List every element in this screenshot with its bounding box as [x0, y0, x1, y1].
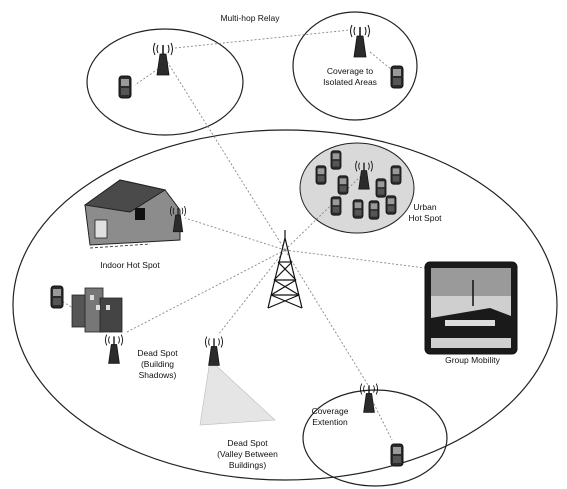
valley-shadow — [199, 359, 276, 426]
label-coverage-extension: Coverage Extention — [311, 406, 349, 427]
label-group-mobility: Group Mobility — [445, 355, 500, 365]
relay-station-icon — [205, 335, 223, 367]
label-urban-hotspot: Urban Hot Spot — [408, 202, 442, 223]
relay-cell-left — [86, 28, 244, 136]
house-icon — [83, 179, 181, 249]
building-icon — [71, 287, 123, 333]
relay-station-icon — [350, 24, 370, 58]
mobile-phone-icon — [50, 285, 64, 309]
relay-station-icon — [153, 42, 173, 76]
relay-links — [59, 29, 426, 441]
relay-cell-right — [292, 11, 418, 121]
main-cell-coverage — [12, 129, 558, 481]
label-dead-spot-building: Dead Spot (Building Shadows) — [137, 348, 178, 380]
train-icon — [424, 261, 518, 355]
relay-cell-bottom — [302, 389, 448, 487]
label-coverage-isolated: Coverage to Isolated Areas — [323, 66, 377, 87]
mobile-phone-icon — [118, 75, 132, 99]
label-dead-spot-valley: Dead Spot (Valley Between Buildings) — [217, 438, 278, 470]
base-station-tower-icon — [267, 230, 303, 309]
urban-hotspot-area — [299, 142, 415, 234]
label-indoor-hotspot: Indoor Hot Spot — [100, 260, 160, 270]
mobile-phone-icon — [390, 443, 404, 467]
label-multihop-relay: Multi-hop Relay — [220, 13, 280, 23]
